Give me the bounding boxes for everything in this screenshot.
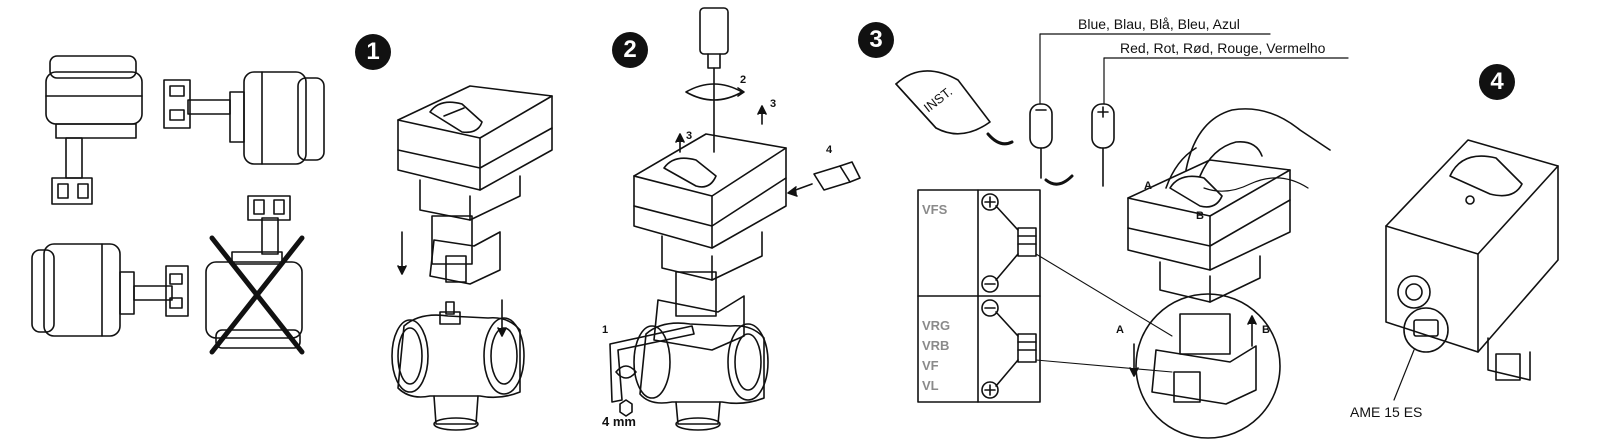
panel3-wire-red xyxy=(1091,57,1349,187)
step2-label-1: 1 xyxy=(602,324,609,336)
direction-a-top: A xyxy=(1144,180,1152,192)
valve-type-vf: VF xyxy=(922,358,939,373)
orientation-upright-down xyxy=(45,55,143,205)
step2-label-2: 2 xyxy=(740,74,747,86)
step-4-badge: 4 xyxy=(1479,64,1515,100)
orientation-horizontal-right xyxy=(163,71,325,165)
step2-label-4: 4 xyxy=(826,144,833,156)
panel3-inst-sheet xyxy=(895,70,991,135)
direction-b-bottom: B xyxy=(1262,324,1270,336)
panel3-magnifier xyxy=(1129,293,1281,439)
step-1-badge: 1 xyxy=(355,34,391,70)
panel2-hex-key xyxy=(609,325,695,417)
panel1-actuator xyxy=(397,85,553,285)
direction-b-top: B xyxy=(1196,210,1204,222)
panel3-wire-blue xyxy=(1029,33,1271,179)
panel3-bend-arrows xyxy=(986,132,1074,186)
panel3-valve-table xyxy=(917,189,1041,403)
step2-label-3-left: 3 xyxy=(686,130,693,142)
panel3-leader-lines xyxy=(1035,253,1173,373)
wire-blue-label: Blue, Blau, Blå, Bleu, Azul xyxy=(1078,16,1240,32)
panel4-switch-callout xyxy=(1393,307,1449,401)
valve-type-vrb: VRB xyxy=(922,338,950,353)
orientation-upside-down-forbidden xyxy=(205,195,305,355)
panel2-screwdriver xyxy=(685,7,745,153)
step-3-badge: 3 xyxy=(858,22,894,58)
panel2-arrows xyxy=(675,105,767,153)
valve-type-vrg: VRG xyxy=(922,318,951,333)
direction-a-bottom: A xyxy=(1116,324,1124,336)
panel2-valve xyxy=(633,322,769,431)
tool-size-label: 4 mm xyxy=(602,414,636,429)
panel3-hand xyxy=(1165,108,1331,192)
valve-type-vfs: VFS xyxy=(922,202,948,217)
orientation-horizontal-left xyxy=(31,243,189,337)
panel3-actuator xyxy=(1127,159,1291,303)
panel4-actuator xyxy=(1385,139,1559,381)
valve-type-vl: VL xyxy=(922,378,939,393)
panel2-actuator xyxy=(633,133,787,351)
step2-label-3-right: 3 xyxy=(770,98,777,110)
model-label: AME 15 ES xyxy=(1350,404,1423,420)
wire-red-label: Red, Rot, Rød, Rouge, Vermelho xyxy=(1120,40,1326,56)
panel2-cable-gland xyxy=(787,161,861,197)
panel1-valve xyxy=(391,301,525,431)
step-2-badge: 2 xyxy=(612,32,648,68)
